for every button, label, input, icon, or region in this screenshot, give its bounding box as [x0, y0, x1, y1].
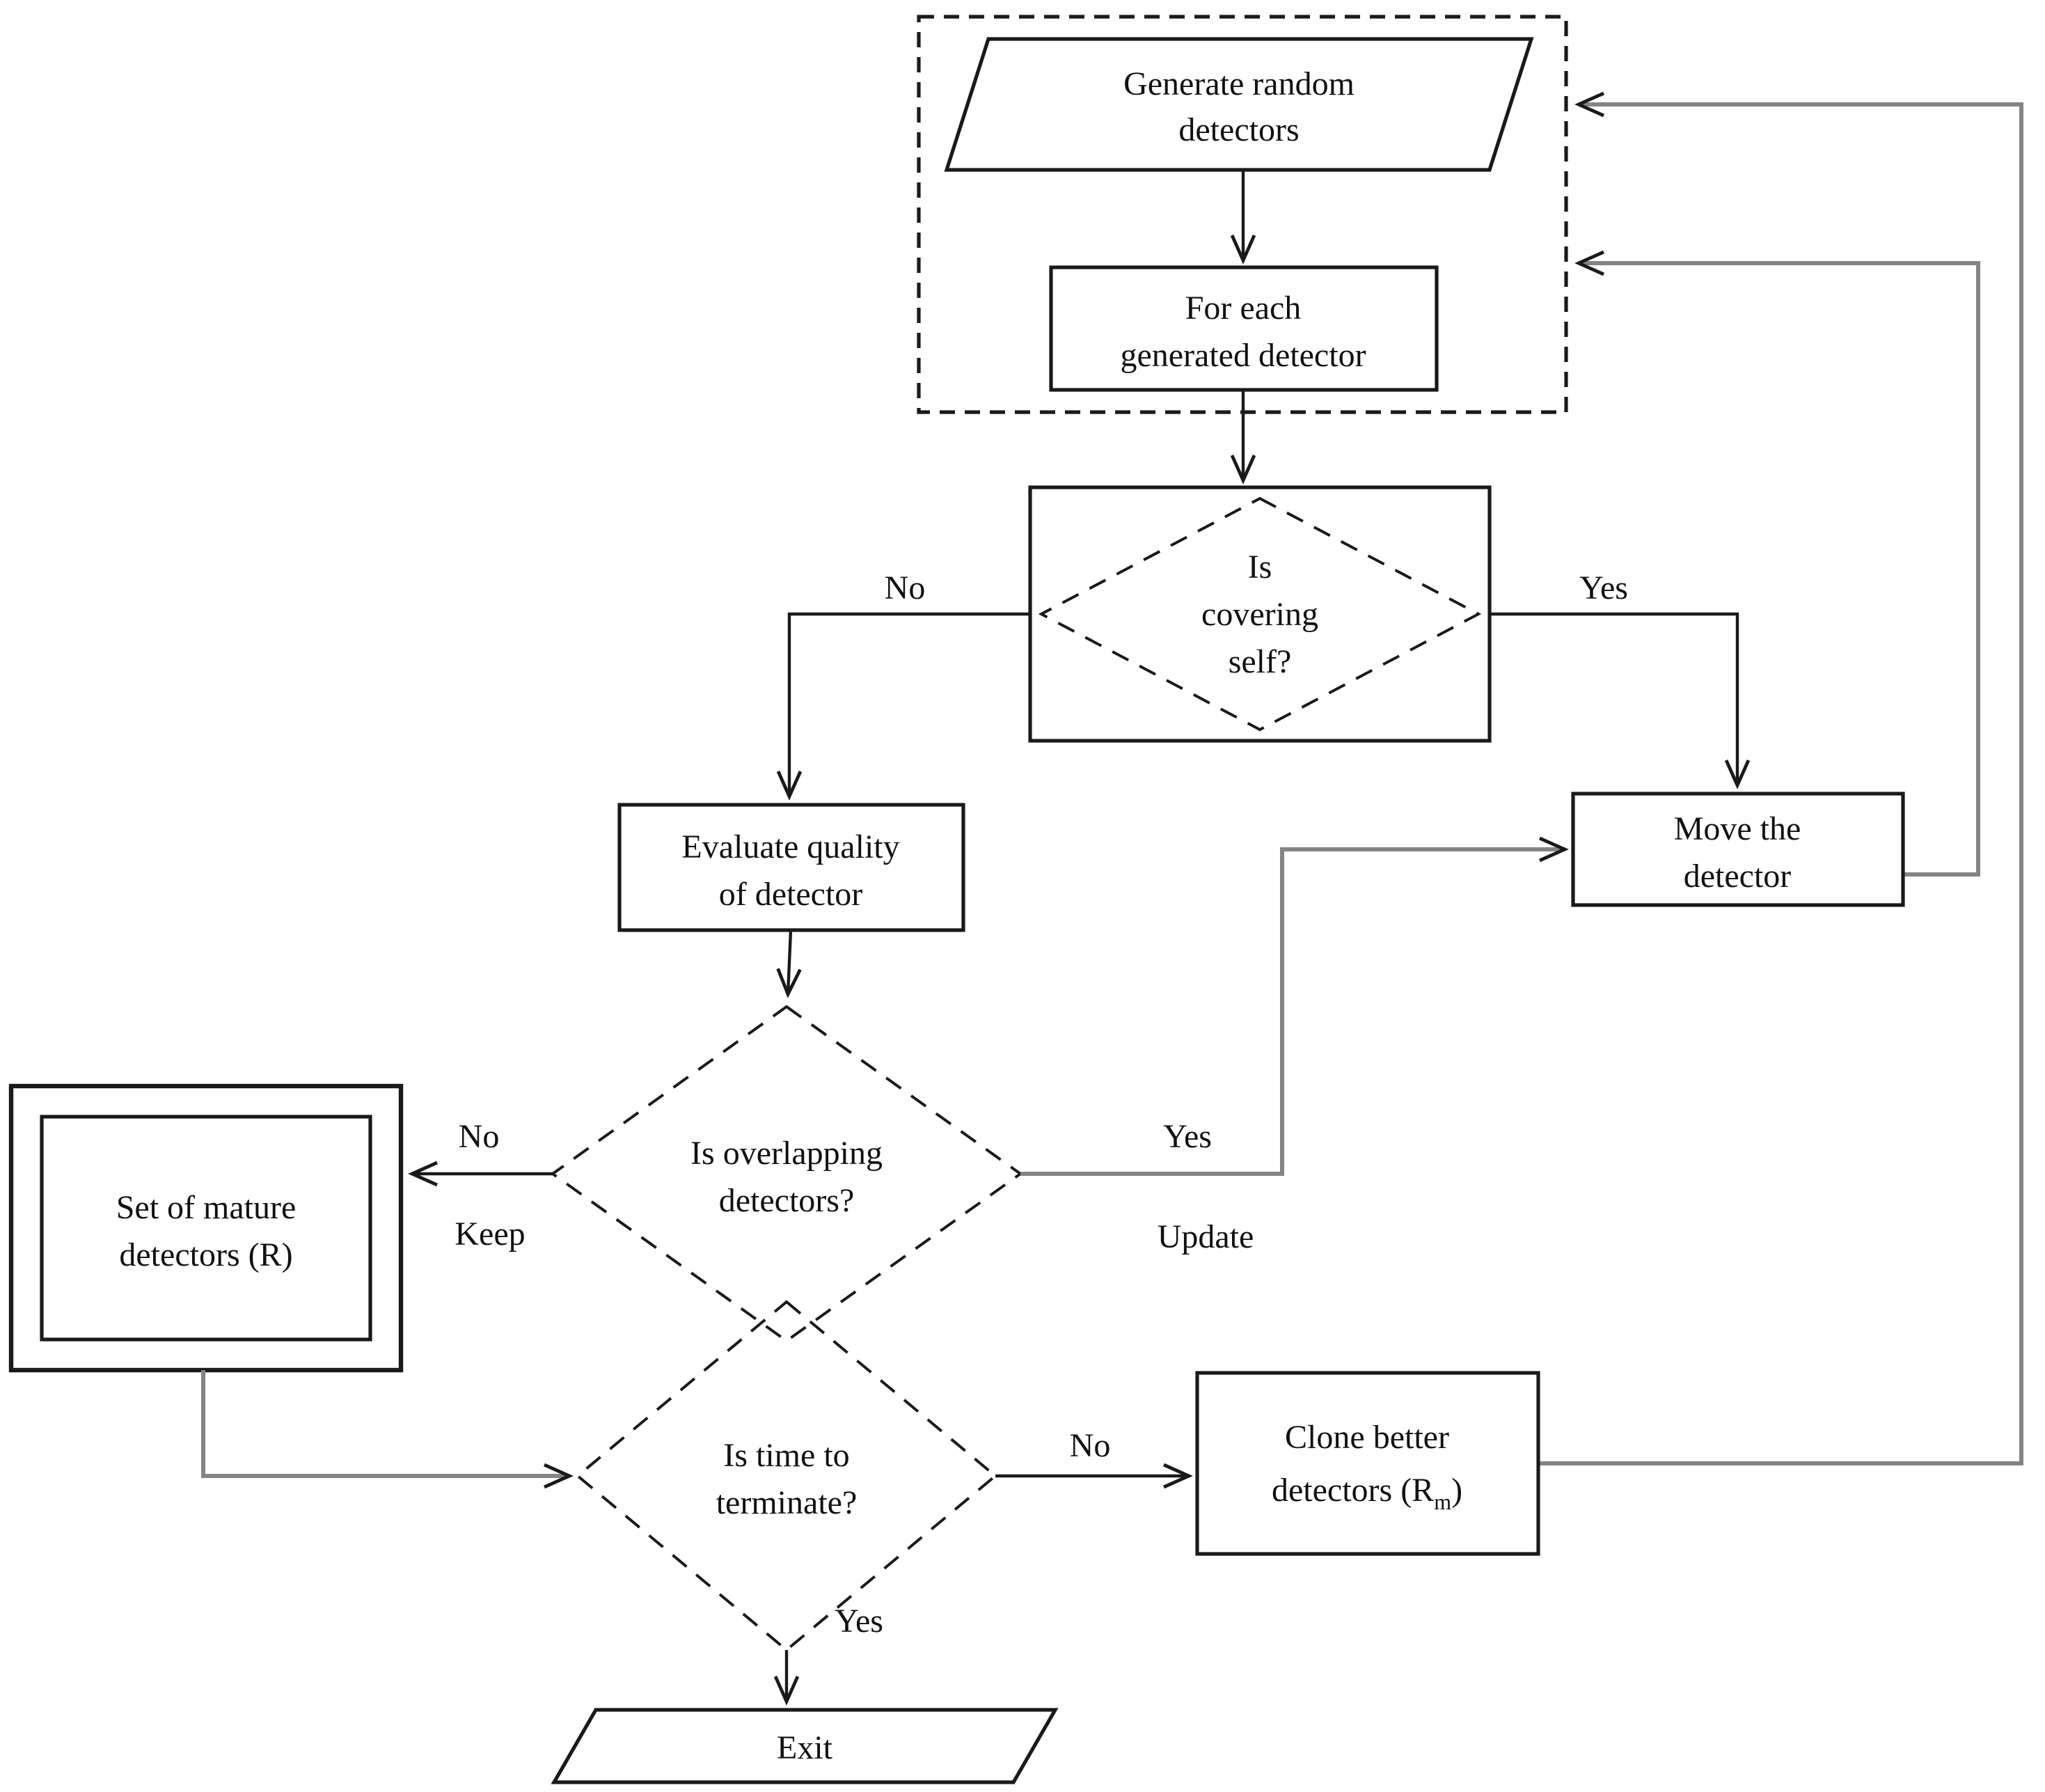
overlapping-keep-label: Keep [455, 1216, 525, 1252]
clone-better-label-2-prefix: detectors (R [1272, 1472, 1434, 1509]
move-detector-label-2: detector [1684, 858, 1792, 895]
clone-better-label-2: detectors (Rm) [1272, 1472, 1462, 1514]
edge-covering-yes [1490, 612, 1751, 789]
overlapping-no-label: No [459, 1118, 500, 1155]
move-detector-label-1: Move the [1674, 810, 1801, 847]
is-overlapping-detectors-node [550, 1005, 1023, 1343]
evaluate-quality-label-2: of detector [719, 876, 863, 913]
generate-random-detectors-label-2: detectors [1178, 111, 1299, 148]
is-overlapping-label-1: Is overlapping [690, 1135, 883, 1172]
terminate-yes-label: Yes [835, 1603, 883, 1640]
evaluate-quality-node [617, 803, 965, 932]
overlapping-yes-label: Yes [1163, 1118, 1212, 1155]
for-each-generated-detector-node [1049, 265, 1439, 392]
for-each-label-1: For each [1185, 290, 1302, 327]
evaluate-quality-label-1: Evaluate quality [681, 828, 899, 865]
is-covering-label-2: covering [1201, 596, 1318, 633]
clone-better-label-2-suffix: ) [1451, 1472, 1462, 1509]
is-covering-label-1: Is [1248, 549, 1272, 585]
terminate-label-2: terminate? [716, 1484, 858, 1521]
set-of-mature-detectors-inner-border [40, 1115, 372, 1342]
is-covering-label-3: self? [1229, 643, 1292, 680]
generate-random-detectors-label-1: Generate random [1123, 65, 1355, 102]
covering-yes-label: Yes [1579, 569, 1628, 606]
clone-better-label-1: Clone better [1285, 1419, 1449, 1456]
edge-mature-to-terminate [201, 1370, 574, 1489]
covering-no-label: No [885, 569, 926, 606]
is-time-to-terminate-node [575, 1300, 998, 1652]
terminate-no-label: No [1070, 1427, 1111, 1464]
terminate-label-1: Is time to [723, 1437, 849, 1474]
generate-random-detectors-node [944, 37, 1534, 172]
edge-evaluate-to-overlapping [776, 929, 802, 998]
edge-move-to-foreach-loop [1574, 250, 1980, 877]
overlapping-update-label: Update [1158, 1218, 1254, 1255]
edge-covering-no [776, 612, 1030, 801]
edge-clone-to-generate-loop [1538, 91, 2023, 1465]
clone-better-detectors-node [1195, 1371, 1540, 1556]
for-each-label-2: generated detector [1120, 337, 1366, 374]
exit-label: Exit [777, 1729, 833, 1766]
clone-better-label-2-subscript: m [1434, 1489, 1451, 1514]
is-overlapping-label-2: detectors? [719, 1182, 855, 1219]
move-the-detector-node [1571, 792, 1905, 907]
edge-overlapping-yes-update [1020, 836, 1569, 1176]
mature-detectors-label-1: Set of mature [116, 1189, 297, 1226]
is-covering-self-diamond [1038, 496, 1482, 732]
exit-node [551, 1708, 1059, 1784]
mature-detectors-label-2: detectors (R) [119, 1236, 292, 1273]
